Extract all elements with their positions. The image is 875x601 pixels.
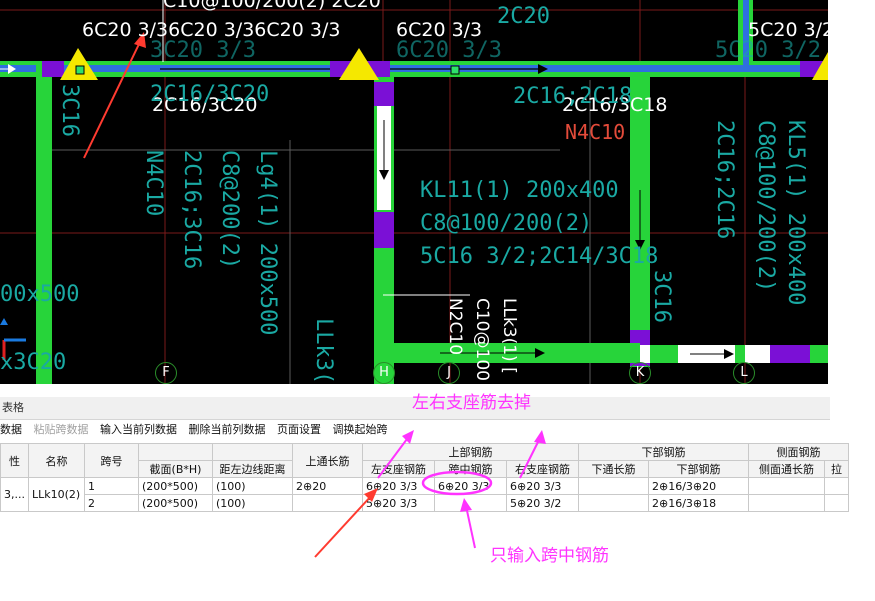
axis-bubble-j: J (438, 362, 460, 384)
cad-vertical-label: Lg4(1) 200x500 (255, 150, 280, 336)
header-cell: 性 (0, 443, 29, 478)
header-cell: 截面(B*H) (138, 460, 213, 478)
toolbar-copy-data[interactable]: 数据 (0, 423, 22, 436)
table-cell[interactable]: (200*500) (138, 494, 213, 512)
axis-bubble-l: L (733, 362, 755, 384)
toolbar-input-column[interactable]: 输入当前列数据 (100, 423, 177, 436)
header-cell: 左支座钢筋 (362, 460, 435, 478)
cad-teal-label: 2C16;2C18 (513, 84, 633, 109)
table-cell[interactable] (292, 494, 363, 512)
table-cell[interactable] (748, 477, 825, 495)
cad-vertical-label: 3C16 (649, 270, 674, 323)
header-cell: 下部钢筋 (648, 460, 749, 478)
table-cell-mid[interactable] (434, 494, 507, 512)
toolbar-page-setup[interactable]: 页面设置 (277, 423, 321, 436)
cad-label-top-seat-mid: 6C20 3/3 (396, 19, 483, 41)
table-cell[interactable] (578, 494, 649, 512)
table-row: 3,... LLk10(2) 1 (200*500) (100) 2⊕20 6⊕… (0, 477, 849, 512)
header-group-top-rebar: 上部钢筋 (362, 443, 579, 461)
table-cell-name[interactable]: LLk10(2) (28, 477, 85, 512)
cad-vertical-label: KL5(1) 200x400 (783, 120, 808, 306)
table-cell-span[interactable]: 2 (84, 494, 139, 512)
cad-vertical-label: C8@100/200(2) (753, 120, 778, 293)
panel-toolbar: 数据 粘贴跨数据 输入当前列数据 删除当前列数据 页面设置 调换起始跨 (0, 421, 396, 441)
annotation-remove-seat: 左右支座筋去掉 (412, 393, 531, 413)
table-cell[interactable] (824, 477, 849, 495)
table-cell[interactable] (824, 494, 849, 512)
table-cell[interactable]: 2⊕16/3⊕18 (648, 494, 749, 512)
beam-rebar-table: 性 名称 跨号 上通长筋 上部钢筋 下部钢筋 侧面钢筋 截面(B*H) 距左边线… (0, 443, 849, 512)
header-group-side-rebar: 侧面钢筋 (748, 443, 849, 461)
table-cell[interactable]: 2⊕20 (292, 477, 363, 495)
toolbar-paste-span-data[interactable]: 粘贴跨数据 (33, 423, 89, 436)
header-cell: 右支座钢筋 (506, 460, 579, 478)
cad-label-top-stirrup: C10@100/200(2) 2C20 (163, 0, 381, 12)
table-cell-left-seat[interactable]: 6⊕20 3/3 (362, 477, 435, 495)
table-cell-span[interactable]: 1 (84, 477, 139, 495)
cad-teal-label: 2C16/3C20 (150, 82, 270, 107)
header-cell: 距左边线距离 (212, 460, 293, 478)
cad-label-red-n4c10: N4C10 (565, 120, 626, 144)
header-cell: 下通长筋 (578, 460, 649, 478)
cad-beam-note-line2: C8@100/200(2) (420, 211, 593, 236)
cad-geometry (0, 0, 828, 384)
cad-beam-note-line3: 5C16 3/2;2C14/3C18 (420, 244, 659, 269)
cad-label-top-seat-left: 6C20 3/36C20 3/36C20 3/3 (82, 19, 341, 41)
table-cell[interactable]: (200*500) (138, 477, 213, 495)
cad-vertical-white-label: LLk3(1) [ (499, 298, 519, 374)
cad-teal-label: 5C20 3/2 (715, 38, 821, 63)
axis-bubble-h: H (373, 362, 395, 384)
header-cell: 跨中钢筋 (434, 460, 507, 478)
table-cell[interactable]: 3,... (0, 477, 29, 512)
cad-beam-note-line1: KL11(1) 200x400 (420, 178, 619, 203)
table-cell[interactable] (578, 477, 649, 495)
cad-vertical-white-label: C10@100 (472, 298, 492, 381)
cad-vertical-label: C8@200(2) (217, 150, 242, 270)
header-group-bottom-rebar: 下部钢筋 (578, 443, 749, 461)
cad-label-bottom-left: 2C16/3C20 (152, 94, 258, 116)
table-cell[interactable]: 2⊕16/3⊕20 (648, 477, 749, 495)
table-cell[interactable]: (100) (212, 494, 293, 512)
header-cell: 上通长筋 (292, 443, 363, 478)
table-cell-mid[interactable]: 6⊕20 3/3 (434, 477, 507, 495)
header-cell: 拉 (824, 460, 849, 478)
cad-teal-left-label: 00x500 (0, 282, 80, 307)
axis-bubble-k: K (629, 362, 651, 384)
toolbar-swap-start-span[interactable]: 调换起始跨 (332, 423, 388, 436)
cad-teal-label: 2C20 (497, 4, 550, 29)
cad-vertical-label: LLk3( (311, 318, 336, 384)
axis-bubble-f: F (155, 362, 177, 384)
header-cell (212, 443, 293, 461)
header-cell (138, 443, 213, 461)
panel-title: 表格 (0, 397, 830, 420)
cad-vertical-label: 2C16;2C16 (712, 120, 737, 240)
header-cell: 侧面通长筋 (748, 460, 825, 478)
table-cell-right-seat[interactable]: 5⊕20 3/2 (506, 494, 579, 512)
header-cell: 名称 (28, 443, 85, 478)
cad-label-top-seat-right: 5C20 3/2 (748, 19, 828, 41)
annotation-mid-only: 只输入跨中钢筋 (490, 546, 609, 566)
cad-vertical-label: 3C16 (57, 84, 82, 137)
cad-drawing-canvas[interactable]: C10@100/200(2) 2C20 6C20 3/36C20 3/36C20… (0, 0, 828, 384)
cad-teal-label: 6C20 3/3 (396, 38, 502, 63)
cad-vertical-label: 2C16;3C16 (179, 150, 204, 270)
table-cell-left-seat[interactable]: 5⊕20 3/3 (362, 494, 435, 512)
cad-vertical-white-label: N2C10 (445, 298, 465, 356)
cad-teal-left-label: x3C20 (0, 350, 67, 375)
table-cell[interactable]: (100) (212, 477, 293, 495)
cad-teal-label: 3C20 3/3 (150, 38, 256, 63)
toolbar-delete-column[interactable]: 删除当前列数据 (188, 423, 266, 436)
table-row: 2 (200*500) (100) 5⊕20 3/3 5⊕20 3/2 2⊕16… (1, 494, 849, 512)
cad-vertical-label: N4C10 (141, 150, 166, 217)
header-cell: 跨号 (84, 443, 139, 478)
cad-label-bottom-right: 2C16/3C18 (562, 94, 668, 116)
table-cell-right-seat[interactable]: 6⊕20 3/3 (506, 477, 579, 495)
table-cell[interactable] (748, 494, 825, 512)
